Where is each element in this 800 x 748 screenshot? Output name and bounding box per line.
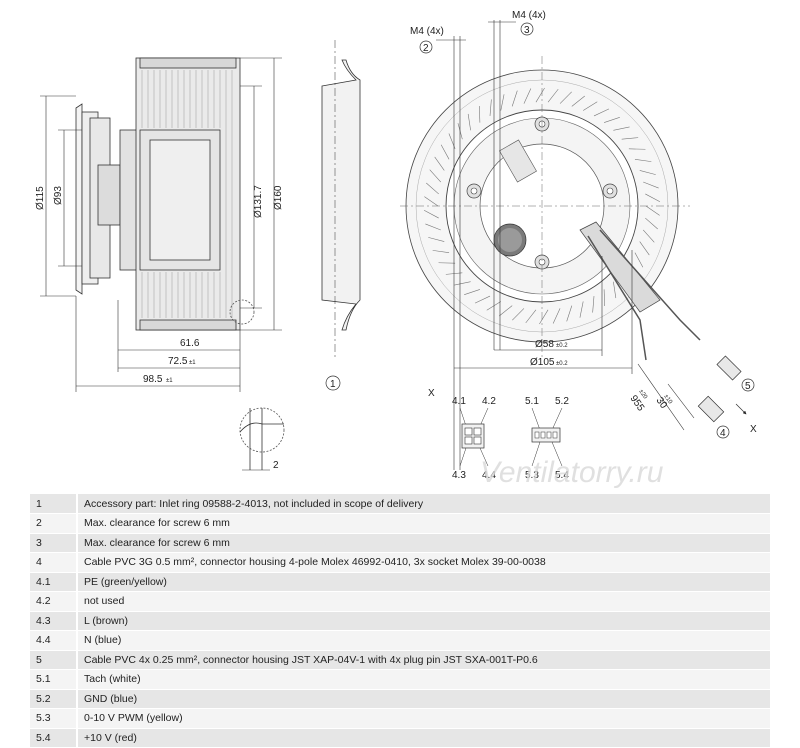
legend-number: 5.2 bbox=[30, 689, 77, 709]
dim-98-tol: ±1 bbox=[166, 378, 173, 384]
legend-description: GND (blue) bbox=[77, 689, 770, 709]
legend-description: +10 V (red) bbox=[77, 728, 770, 748]
callout-4: 4 bbox=[720, 428, 726, 439]
technical-drawing: Ø115 Ø93 Ø131.7 Ø160 61.6 72.5 ±1 98.5 ±… bbox=[0, 0, 800, 490]
legend-number: 5.4 bbox=[30, 728, 77, 748]
dim-d105-tol: ±0.2 bbox=[556, 361, 568, 367]
section-x-left: X bbox=[428, 388, 435, 399]
dim-61: 61.6 bbox=[180, 338, 200, 349]
dim-d115: Ø115 bbox=[35, 186, 46, 210]
legend-description: 0-10 V PWM (yellow) bbox=[77, 709, 770, 729]
pin-4-1-label: 4.1 bbox=[452, 396, 466, 407]
legend-number: 4 bbox=[30, 553, 77, 573]
legend-number: 5.1 bbox=[30, 670, 77, 690]
legend-number: 5 bbox=[30, 650, 77, 670]
side-view bbox=[76, 58, 254, 330]
callout-1: 1 bbox=[330, 379, 336, 390]
legend-description: Accessory part: Inlet ring 09588-2-4013,… bbox=[77, 494, 770, 514]
callout-5: 5 bbox=[745, 381, 751, 392]
legend-number: 4.2 bbox=[30, 592, 77, 612]
legend-description: Cable PVC 3G 0.5 mm², connector housing … bbox=[77, 553, 770, 573]
dim-d131: Ø131.7 bbox=[253, 185, 264, 218]
dim-m4-right: M4 (4x) bbox=[512, 10, 546, 21]
legend-description: PE (green/yellow) bbox=[77, 572, 770, 592]
pin-5-2-label: 5.2 bbox=[555, 396, 569, 407]
callout-2: 2 bbox=[423, 43, 429, 54]
dim-98: 98.5 bbox=[143, 374, 163, 385]
legend-description: Max. clearance for screw 6 mm bbox=[77, 533, 770, 553]
dim-72-tol: ±1 bbox=[189, 360, 196, 366]
legend-number: 1 bbox=[30, 494, 77, 514]
legend-number: 4.4 bbox=[30, 631, 77, 651]
section-x-right: X bbox=[750, 424, 757, 435]
legend-description: Max. clearance for screw 6 mm bbox=[77, 514, 770, 534]
dim-d93: Ø93 bbox=[53, 186, 64, 205]
inlet-ring bbox=[322, 40, 360, 360]
legend-description: N (blue) bbox=[77, 631, 770, 651]
legend-number: 5.3 bbox=[30, 709, 77, 729]
legend-description: not used bbox=[77, 592, 770, 612]
dim-d58-tol: ±0.2 bbox=[556, 343, 568, 349]
dim-m4-left: M4 (4x) bbox=[410, 26, 444, 37]
pin-4-3-label: 4.3 bbox=[452, 470, 466, 481]
pin-4-2-label: 4.2 bbox=[482, 396, 496, 407]
front-view bbox=[400, 56, 741, 422]
legend-number: 4.3 bbox=[30, 611, 77, 631]
pin-5-1-label: 5.1 bbox=[525, 396, 539, 407]
legend-description: Tach (white) bbox=[77, 670, 770, 690]
dim-72: 72.5 bbox=[168, 356, 188, 367]
detail-callout-2: 2 bbox=[273, 460, 279, 471]
legend-row: 5.4+10 V (red) bbox=[30, 728, 770, 748]
callout-3: 3 bbox=[524, 25, 530, 36]
dim-d160: Ø160 bbox=[273, 185, 284, 210]
legend-description: Cable PVC 4x 0.25 mm², connector housing… bbox=[77, 650, 770, 670]
legend-description: L (brown) bbox=[77, 611, 770, 631]
legend-number: 4.1 bbox=[30, 572, 77, 592]
legend-number: 2 bbox=[30, 514, 77, 534]
dim-d105: Ø105 bbox=[530, 357, 555, 368]
watermark: Ventilatorry.ru bbox=[480, 456, 664, 489]
dim-d58: Ø58 bbox=[535, 339, 554, 350]
legend-number: 3 bbox=[30, 533, 77, 553]
